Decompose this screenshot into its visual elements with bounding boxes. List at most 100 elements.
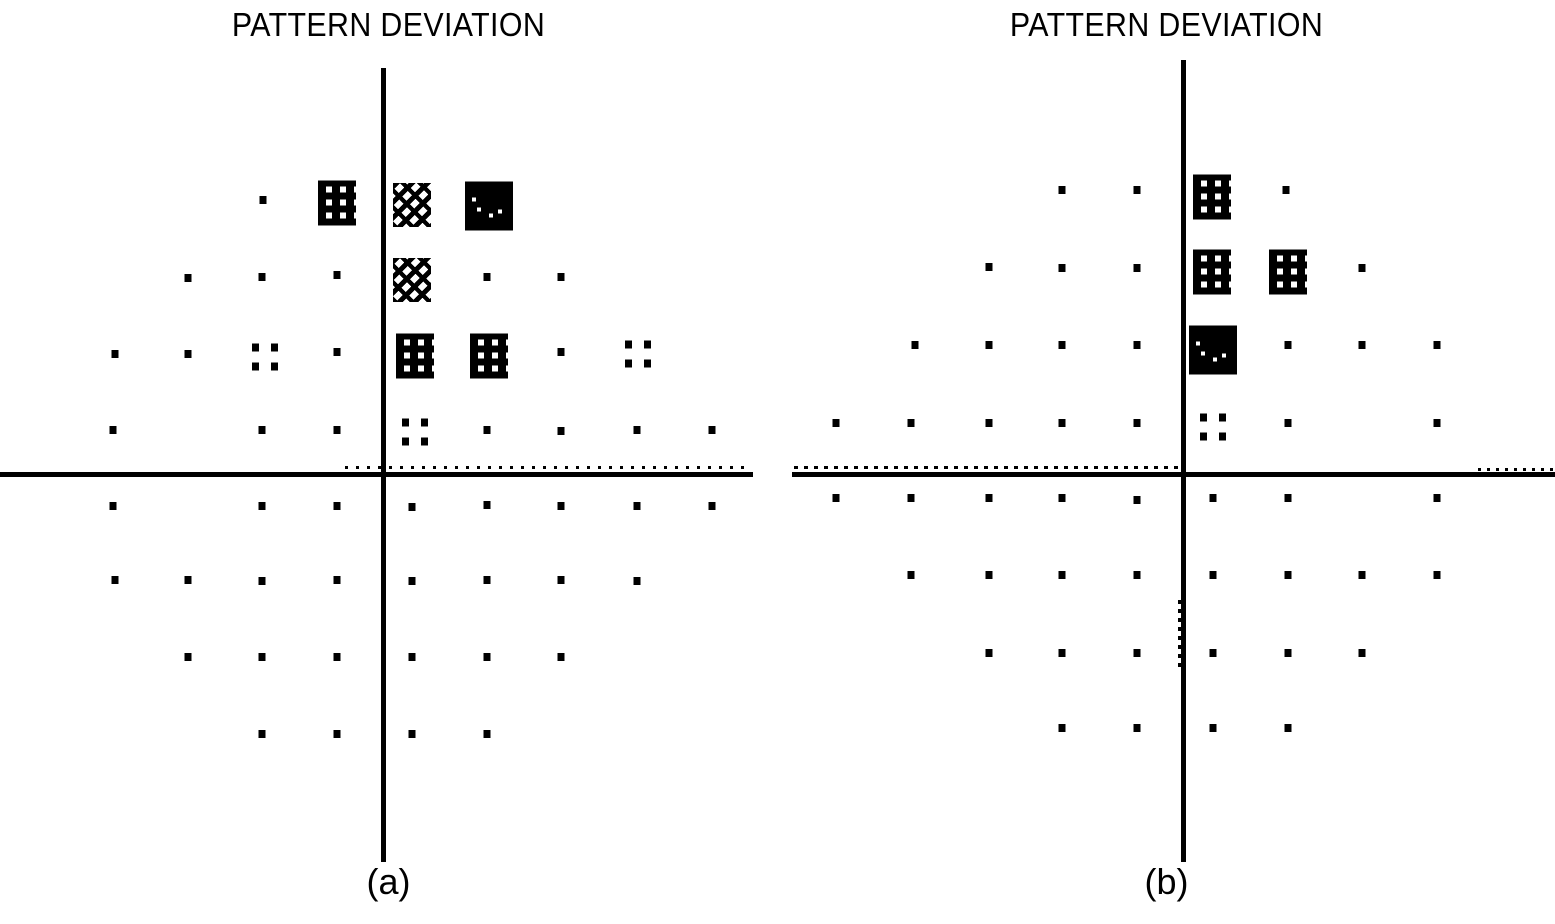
field-point-dot bbox=[184, 653, 192, 661]
field-point-dot bbox=[1433, 571, 1441, 579]
field-point-hatch bbox=[396, 333, 434, 379]
field-point-dot bbox=[985, 419, 993, 427]
field-point-dot bbox=[333, 426, 341, 434]
field-point-dot bbox=[557, 576, 565, 584]
field-point-dot bbox=[1058, 724, 1066, 732]
field-point-dot bbox=[1284, 419, 1292, 427]
field-point-dot bbox=[1133, 341, 1141, 349]
field-point-dot bbox=[911, 341, 919, 349]
field-point-dot bbox=[1284, 341, 1292, 349]
field-point-dot bbox=[1058, 186, 1066, 194]
field-point-dot bbox=[1133, 724, 1141, 732]
field-point-dot bbox=[184, 576, 192, 584]
field-point-quad bbox=[402, 418, 428, 446]
axis-scan-noise-a bbox=[345, 466, 745, 469]
field-point-dot bbox=[985, 341, 993, 349]
field-point-dot bbox=[1058, 419, 1066, 427]
field-point-dot bbox=[557, 348, 565, 356]
field-point-dot bbox=[333, 502, 341, 510]
field-point-quad bbox=[1200, 413, 1226, 441]
field-point-dot bbox=[708, 502, 716, 510]
field-point-dot bbox=[1284, 494, 1292, 502]
vertical-meridian-axis-a bbox=[381, 68, 386, 862]
field-point-dot bbox=[1133, 649, 1141, 657]
field-point-dot bbox=[483, 576, 491, 584]
field-point-hatch bbox=[1269, 249, 1307, 295]
meridian-scan-noise-b bbox=[1178, 600, 1181, 670]
field-point-hatch bbox=[1193, 249, 1231, 295]
field-point-dot bbox=[985, 263, 993, 271]
field-point-dot bbox=[258, 426, 266, 434]
field-point-dot bbox=[483, 730, 491, 738]
field-point-dot bbox=[1133, 264, 1141, 272]
field-point-speck bbox=[393, 258, 431, 302]
field-point-dot bbox=[408, 577, 416, 585]
axis-scan-noise-b-right bbox=[1478, 468, 1555, 471]
visual-field-grid-b bbox=[778, 0, 1555, 924]
field-point-quad bbox=[252, 343, 278, 371]
field-point-dot bbox=[333, 271, 341, 279]
field-point-dot bbox=[1209, 571, 1217, 579]
field-point-dot bbox=[1058, 264, 1066, 272]
visual-field-grid-a bbox=[0, 0, 777, 924]
field-point-dot bbox=[1284, 649, 1292, 657]
field-point-dot bbox=[907, 419, 915, 427]
field-point-dot bbox=[557, 502, 565, 510]
field-point-quad bbox=[625, 340, 651, 368]
axis-scan-noise-b bbox=[794, 466, 1184, 469]
field-point-dot bbox=[1209, 649, 1217, 657]
field-point-solid bbox=[465, 181, 513, 231]
field-point-dot bbox=[1058, 341, 1066, 349]
field-point-dot bbox=[1133, 186, 1141, 194]
field-point-dot bbox=[111, 350, 119, 358]
field-point-dot bbox=[907, 571, 915, 579]
field-point-dot bbox=[832, 494, 840, 502]
field-point-dot bbox=[1433, 341, 1441, 349]
field-point-dot bbox=[408, 653, 416, 661]
field-point-dot bbox=[1058, 494, 1066, 502]
field-point-dot bbox=[258, 730, 266, 738]
field-point-dot bbox=[708, 426, 716, 434]
pattern-deviation-plot-a: PATTERN DEVIATION (a) bbox=[0, 0, 777, 924]
field-point-dot bbox=[1282, 186, 1290, 194]
field-point-dot bbox=[1133, 419, 1141, 427]
field-point-solid bbox=[1189, 325, 1237, 375]
field-point-hatch bbox=[470, 333, 508, 379]
field-point-dot bbox=[1058, 649, 1066, 657]
field-point-hatch bbox=[1193, 174, 1231, 220]
field-point-dot bbox=[184, 350, 192, 358]
horizontal-meridian-axis-a bbox=[0, 472, 753, 477]
field-point-dot bbox=[483, 501, 491, 509]
field-point-dot bbox=[333, 576, 341, 584]
field-point-dot bbox=[1284, 724, 1292, 732]
field-point-dot bbox=[1358, 341, 1366, 349]
field-point-dot bbox=[1209, 494, 1217, 502]
field-point-dot bbox=[111, 576, 119, 584]
field-point-dot bbox=[832, 419, 840, 427]
field-point-dot bbox=[184, 274, 192, 282]
field-point-dot bbox=[258, 577, 266, 585]
field-point-dot bbox=[333, 653, 341, 661]
symbol-layer-b bbox=[778, 0, 1555, 732]
field-point-dot bbox=[907, 494, 915, 502]
field-point-dot bbox=[333, 730, 341, 738]
field-point-dot bbox=[1209, 724, 1217, 732]
field-point-dot bbox=[1433, 494, 1441, 502]
field-point-dot bbox=[259, 196, 267, 204]
panel-caption-b: (b) bbox=[1144, 861, 1189, 902]
field-point-dot bbox=[483, 653, 491, 661]
field-point-dot bbox=[258, 502, 266, 510]
field-point-dot bbox=[557, 427, 565, 435]
page-title-b: PATTERN DEVIATION bbox=[1009, 6, 1324, 43]
symbol-layer-a bbox=[0, 0, 777, 738]
field-point-dot bbox=[1358, 649, 1366, 657]
field-point-dot bbox=[1433, 419, 1441, 427]
field-point-hatch bbox=[318, 180, 356, 226]
field-point-dot bbox=[985, 571, 993, 579]
field-point-dot bbox=[1358, 264, 1366, 272]
field-point-dot bbox=[408, 730, 416, 738]
field-point-dot bbox=[408, 503, 416, 511]
field-point-dot bbox=[1133, 496, 1141, 504]
field-point-dot bbox=[557, 653, 565, 661]
field-point-dot bbox=[333, 348, 341, 356]
